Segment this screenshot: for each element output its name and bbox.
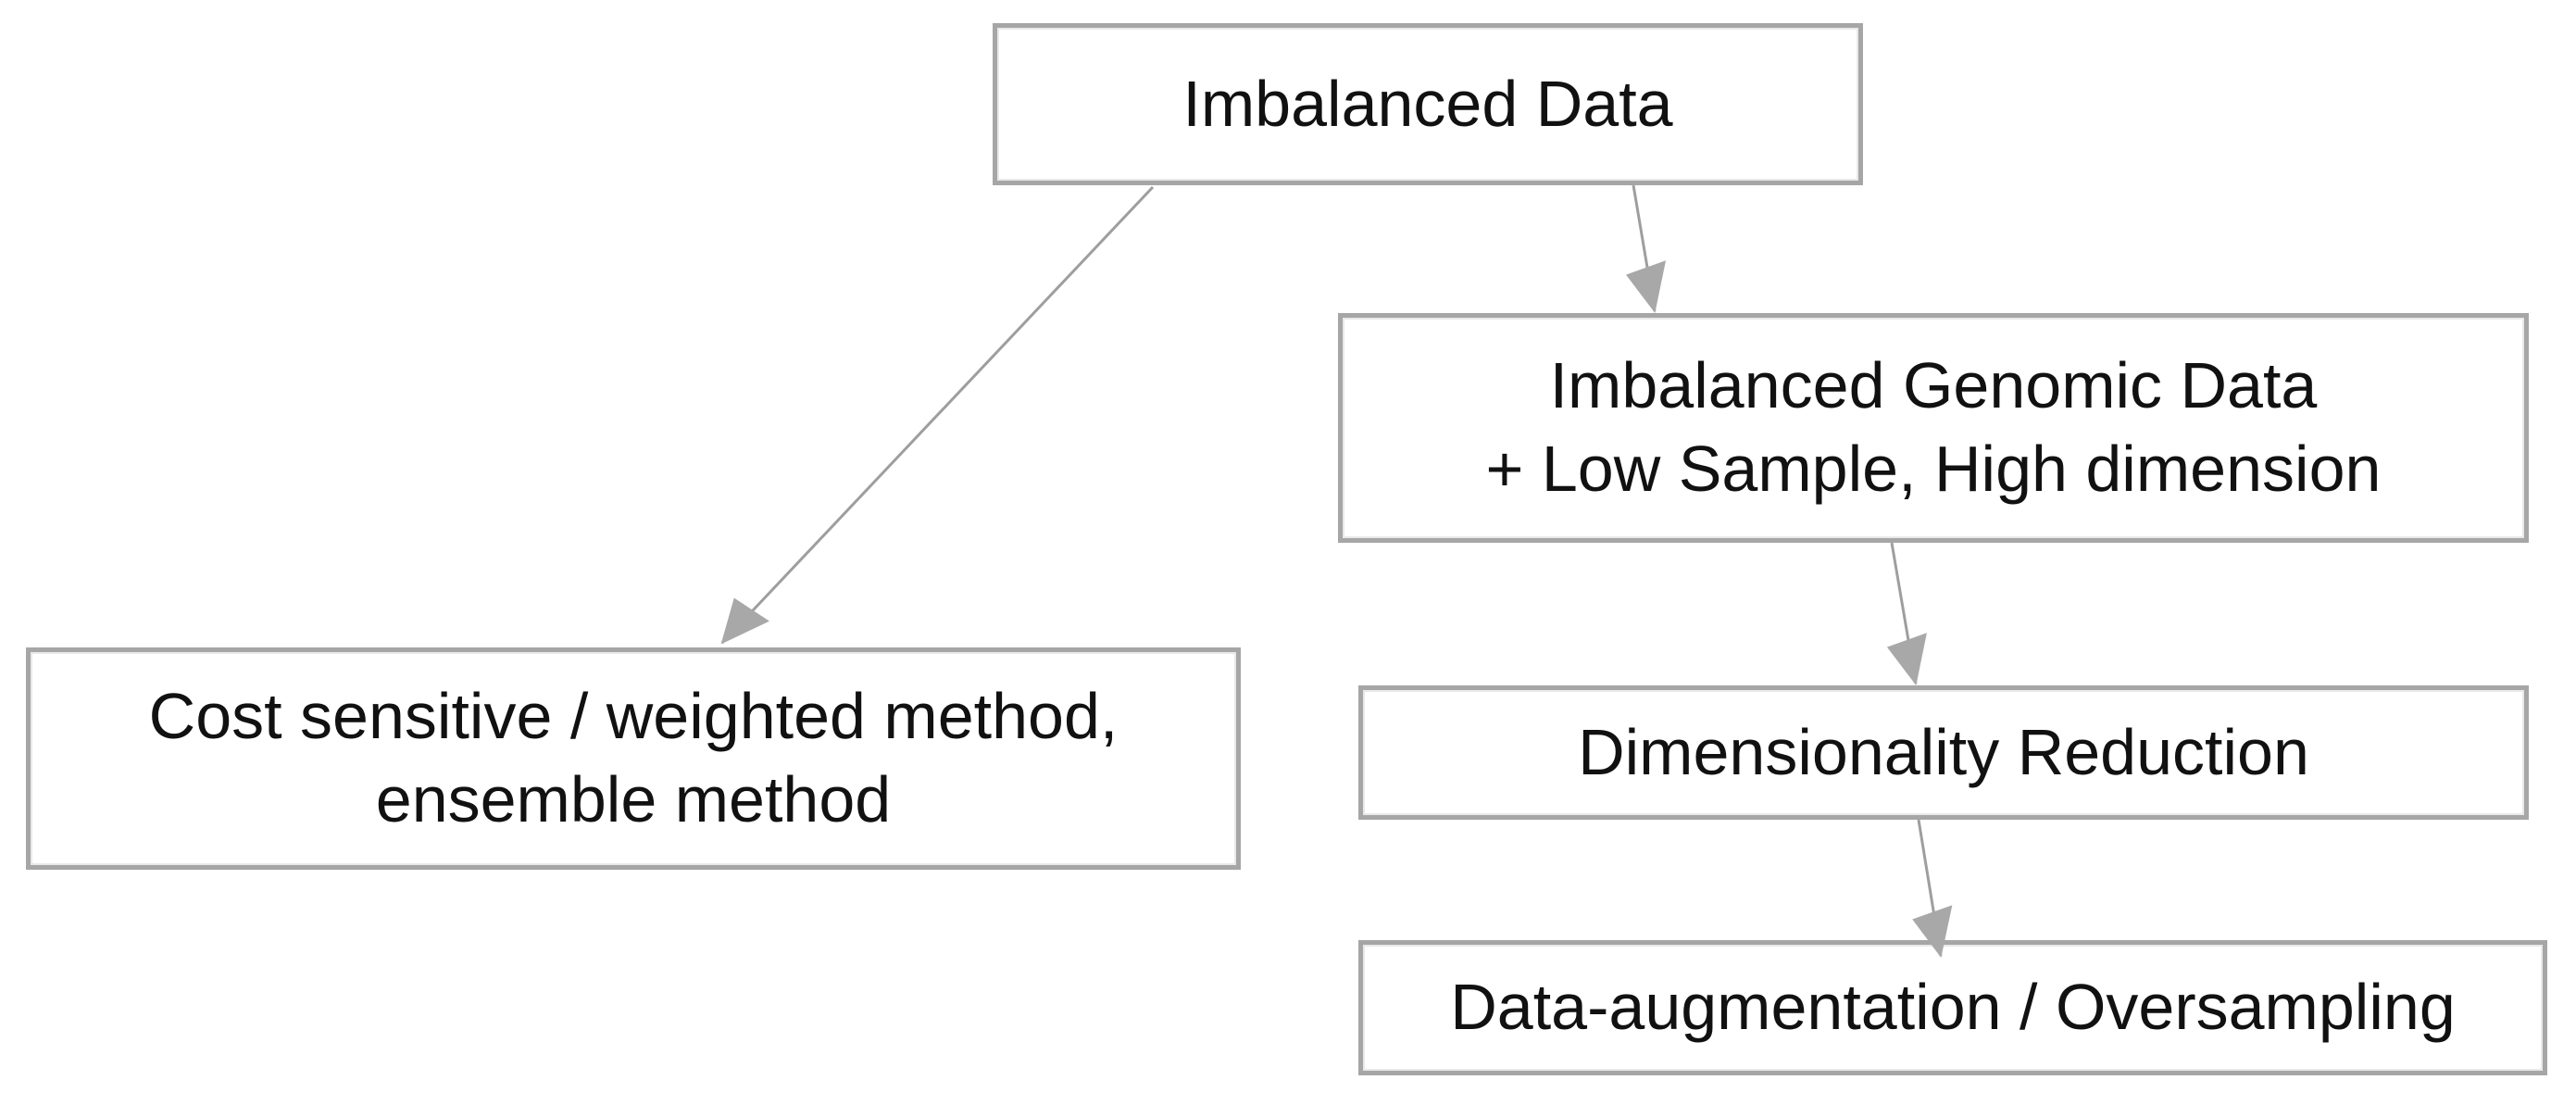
edge-imbalanced-to-genomic (1625, 184, 1667, 313)
node-imbalanced-genomic-data: Imbalanced Genomic Data + Low Sample, Hi… (1338, 313, 2529, 543)
node-cost-sensitive-methods: Cost sensitive / weighted method, ensemb… (26, 647, 1241, 870)
node-dimensionality-reduction-label: Dimensionality Reduction (1578, 715, 2309, 788)
edge-dimensionality-to-augmentation (1912, 819, 1953, 958)
node-cost-sensitive-methods-line1: Cost sensitive / weighted method, (148, 680, 1119, 753)
node-cost-sensitive-methods-line2: ensemble method (375, 763, 892, 835)
edge-genomic-to-dimensionality (1886, 542, 1927, 685)
node-dimensionality-reduction: Dimensionality Reduction (1358, 685, 2529, 820)
node-imbalanced-genomic-data-line2: + Low Sample, High dimension (1485, 433, 2382, 505)
node-data-augmentation-label: Data-augmentation / Oversampling (1450, 971, 2456, 1044)
node-imbalanced-data: Imbalanced Data (993, 23, 1863, 185)
edge-imbalanced-to-cost-sensitive (720, 185, 1155, 645)
node-imbalanced-genomic-data-line1: Imbalanced Genomic Data (1549, 349, 2318, 422)
node-imbalanced-data-label: Imbalanced Data (1182, 67, 1673, 140)
node-data-augmentation: Data-augmentation / Oversampling (1358, 940, 2547, 1075)
